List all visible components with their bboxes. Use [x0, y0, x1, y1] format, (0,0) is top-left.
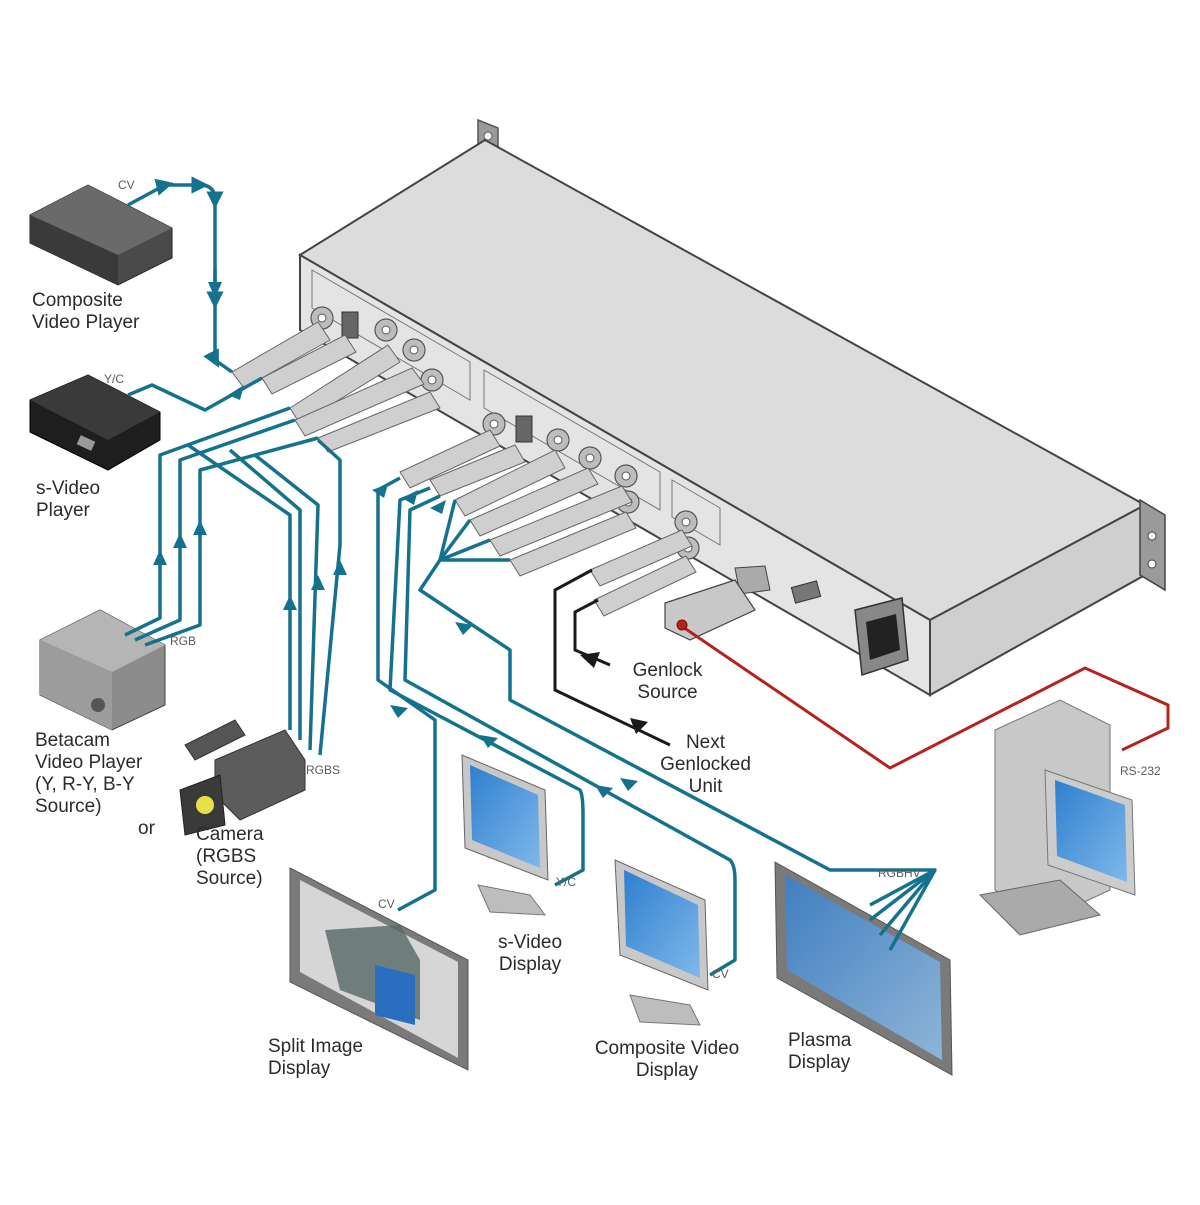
- composite-video-player: [29, 184, 173, 286]
- svideo-in-jack: [341, 311, 359, 339]
- cable-genlock-next: [553, 568, 671, 747]
- signal-label-cv-in: CV: [118, 178, 135, 192]
- cable-rgbhv-out: [418, 518, 937, 907]
- label-svideo-player: s-Video Player: [36, 478, 101, 521]
- signal-label-rgbs: RGBS: [306, 763, 341, 777]
- cable-rgbs-1: [187, 443, 292, 730]
- label-camera: Camera (RGBS Source): [196, 824, 264, 889]
- label-or: or: [138, 818, 155, 839]
- cable-rgbs-3: [253, 453, 320, 751]
- svideo-display-device: [461, 754, 549, 916]
- cable-rgb-3: [144, 436, 319, 647]
- signal-arrows: [153, 282, 638, 798]
- genlock-next-arrow: [630, 718, 648, 734]
- plasma-display-device: [774, 861, 953, 1076]
- label-next-genlocked-unit: Next Genlocked Unit: [660, 732, 751, 797]
- cable-rgb-1: [124, 406, 291, 637]
- label-composite-video-display: Composite Video Display: [594, 1038, 740, 1081]
- label-betacam-video-player: Betacam Video Player (Y, R-Y, B-Y Source…: [35, 730, 143, 817]
- cable-rs232: [679, 623, 1170, 770]
- signal-label-yc-out: Y/C: [556, 875, 577, 889]
- label-svideo-display: s-Video Display: [497, 932, 563, 975]
- signal-label-rgbhv: RGBHV: [878, 866, 921, 880]
- label-composite-video-player: Composite Video Player: [32, 290, 140, 333]
- central-device: [231, 118, 1166, 697]
- svideo-out-jack: [515, 415, 533, 443]
- genlock-source-arrow: [580, 652, 600, 668]
- signal-label-yc-in: Y/C: [104, 372, 125, 386]
- cable-cv-in: [127, 176, 234, 374]
- composite-video-display-device: [614, 859, 709, 1026]
- split-image-display-device: [289, 867, 469, 1071]
- camera: [179, 719, 306, 836]
- label-genlock-source: Genlock Source: [632, 660, 703, 703]
- cable-rgbs-2: [228, 448, 302, 740]
- label-plasma-display: Plasma Display: [788, 1030, 852, 1073]
- betacam-video-player: [39, 609, 166, 731]
- signal-label-cv-split: CV: [378, 897, 395, 911]
- cable-cv-out-composite: [403, 494, 737, 977]
- cable-cv-out-split: [376, 476, 437, 912]
- signal-label-rgb: RGB: [170, 634, 197, 648]
- signal-label-rs232: RS-232: [1120, 764, 1161, 778]
- svideo-player: [29, 374, 161, 471]
- label-split-image-display: Split Image Display: [268, 1036, 364, 1079]
- rs232-plug: [676, 619, 688, 631]
- cable-rgbs-4: [316, 438, 342, 756]
- signal-label-cv-composite: CV: [712, 967, 729, 981]
- pc-device: [978, 699, 1136, 936]
